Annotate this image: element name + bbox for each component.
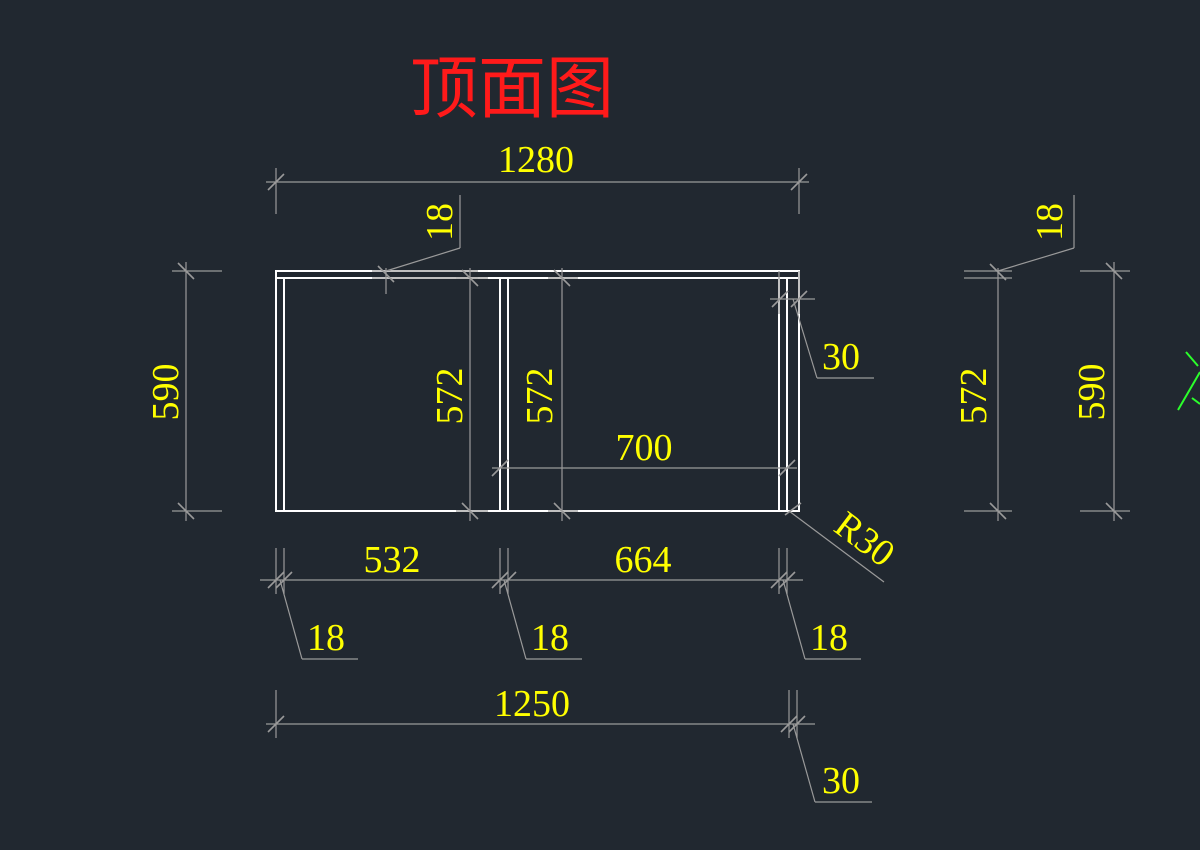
dim-text-30-bottom: 30 [822,760,860,802]
dim-text-1250: 1250 [494,683,570,725]
dim-text-572-side: 572 [953,368,995,425]
dim-overall-depth-left [172,262,222,521]
dim-corner-radius [784,502,885,583]
dim-text-590-side: 590 [1071,364,1113,421]
drawing-title: 顶面图 [410,50,614,129]
dim-text-18-mid: 18 [531,617,569,659]
dim-text-532: 532 [364,539,421,581]
dim-panel-leaders [279,579,861,660]
dim-text-18-side: 18 [1029,203,1071,241]
dim-side-inner-depth [964,268,1012,521]
dim-text-18-left: 18 [307,617,345,659]
dim-bottom-width [266,690,872,803]
dim-overall-width [266,168,809,214]
dim-side-overall-depth [1080,262,1130,521]
dim-top-panel [372,195,478,294]
partial-green-mark [1177,351,1200,411]
dim-text-572-b: 572 [519,368,561,425]
dim-text-664: 664 [615,539,672,581]
dim-edge-offset [770,271,874,379]
dim-inner-depth-b [548,268,578,521]
dim-text-572-a: 572 [429,368,471,425]
dim-side-panel [964,195,1075,281]
dim-inner-depth-a [456,268,488,521]
dim-text-590-left: 590 [145,364,187,421]
dim-text-18-right: 18 [810,617,848,659]
dim-text-700: 700 [616,427,673,469]
dim-text-r30: R30 [827,504,903,576]
dim-text-1280: 1280 [498,139,574,181]
dim-bays [260,548,803,594]
dim-text-18-top: 18 [419,203,461,241]
cabinet-outline [275,270,800,512]
dim-text-30-edge: 30 [822,336,860,378]
dim-inner-span [491,459,797,477]
